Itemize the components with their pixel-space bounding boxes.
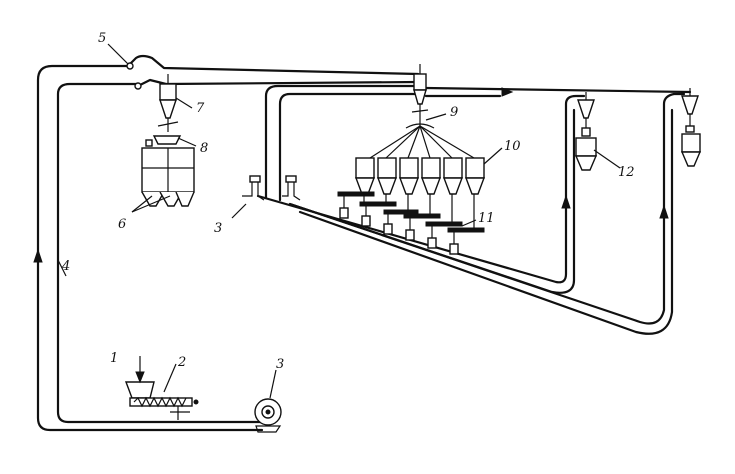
dosing-units: [339, 196, 459, 255]
label-11: 11: [478, 211, 495, 226]
bin-feeders-11: [337, 191, 485, 233]
pressure-line-outer: [36, 64, 264, 432]
label-10: 10: [504, 139, 521, 154]
screw-feeder-2: [129, 396, 199, 420]
label-1: 1: [110, 351, 118, 366]
flow-arrow-up-right: [659, 204, 669, 219]
cyclone-7: [159, 74, 177, 119]
label-3-blower: 3: [276, 357, 284, 372]
flow-arrow-up-middle: [561, 194, 571, 209]
pressure-line-inner: [56, 82, 264, 424]
label-6: 6: [118, 217, 126, 232]
return-line-outer: [264, 84, 420, 200]
leader-lines: [57, 43, 621, 399]
blower-3: [254, 398, 282, 433]
label-3-intake: 3: [214, 221, 222, 236]
intake-nozzle-left: [242, 175, 265, 201]
label-2: 2: [177, 355, 186, 370]
intake-nozzle-right: [282, 175, 301, 201]
bin: [420, 157, 442, 195]
top-line-lower: [136, 78, 420, 88]
bin: [376, 157, 398, 195]
label-12: 12: [618, 165, 635, 180]
bin: [442, 157, 464, 195]
inclined-line-far: [288, 92, 686, 325]
bin: [464, 157, 486, 195]
bin: [398, 157, 420, 195]
flow-arrow-right-line: [501, 87, 514, 97]
label-8: 8: [200, 141, 208, 156]
distributor-9: [369, 123, 475, 159]
diverter-valve-5a: [126, 62, 134, 70]
flow-arrow-up-left: [33, 248, 43, 263]
inclined-line-upper: [256, 94, 586, 284]
storage-silos-6: [141, 147, 195, 207]
central-cyclone: [411, 64, 429, 126]
return-line-inner: [278, 92, 420, 202]
right-distribution-line: [424, 86, 692, 94]
bins-10: [354, 157, 486, 195]
label-5: 5: [98, 31, 106, 46]
bin: [354, 157, 376, 195]
cyclone-12: [574, 92, 598, 171]
receiving-hopper-1: [124, 356, 155, 399]
label-7: 7: [196, 101, 205, 116]
label-9: 9: [450, 105, 458, 120]
inclined-line-far-lower: [298, 108, 674, 335]
label-4: 4: [61, 259, 70, 274]
cyclone-far-right: [680, 88, 702, 167]
rotary-feeder-8: [145, 118, 182, 147]
diverter-valve-5b: [134, 82, 142, 90]
top-line-upper: [126, 54, 420, 76]
